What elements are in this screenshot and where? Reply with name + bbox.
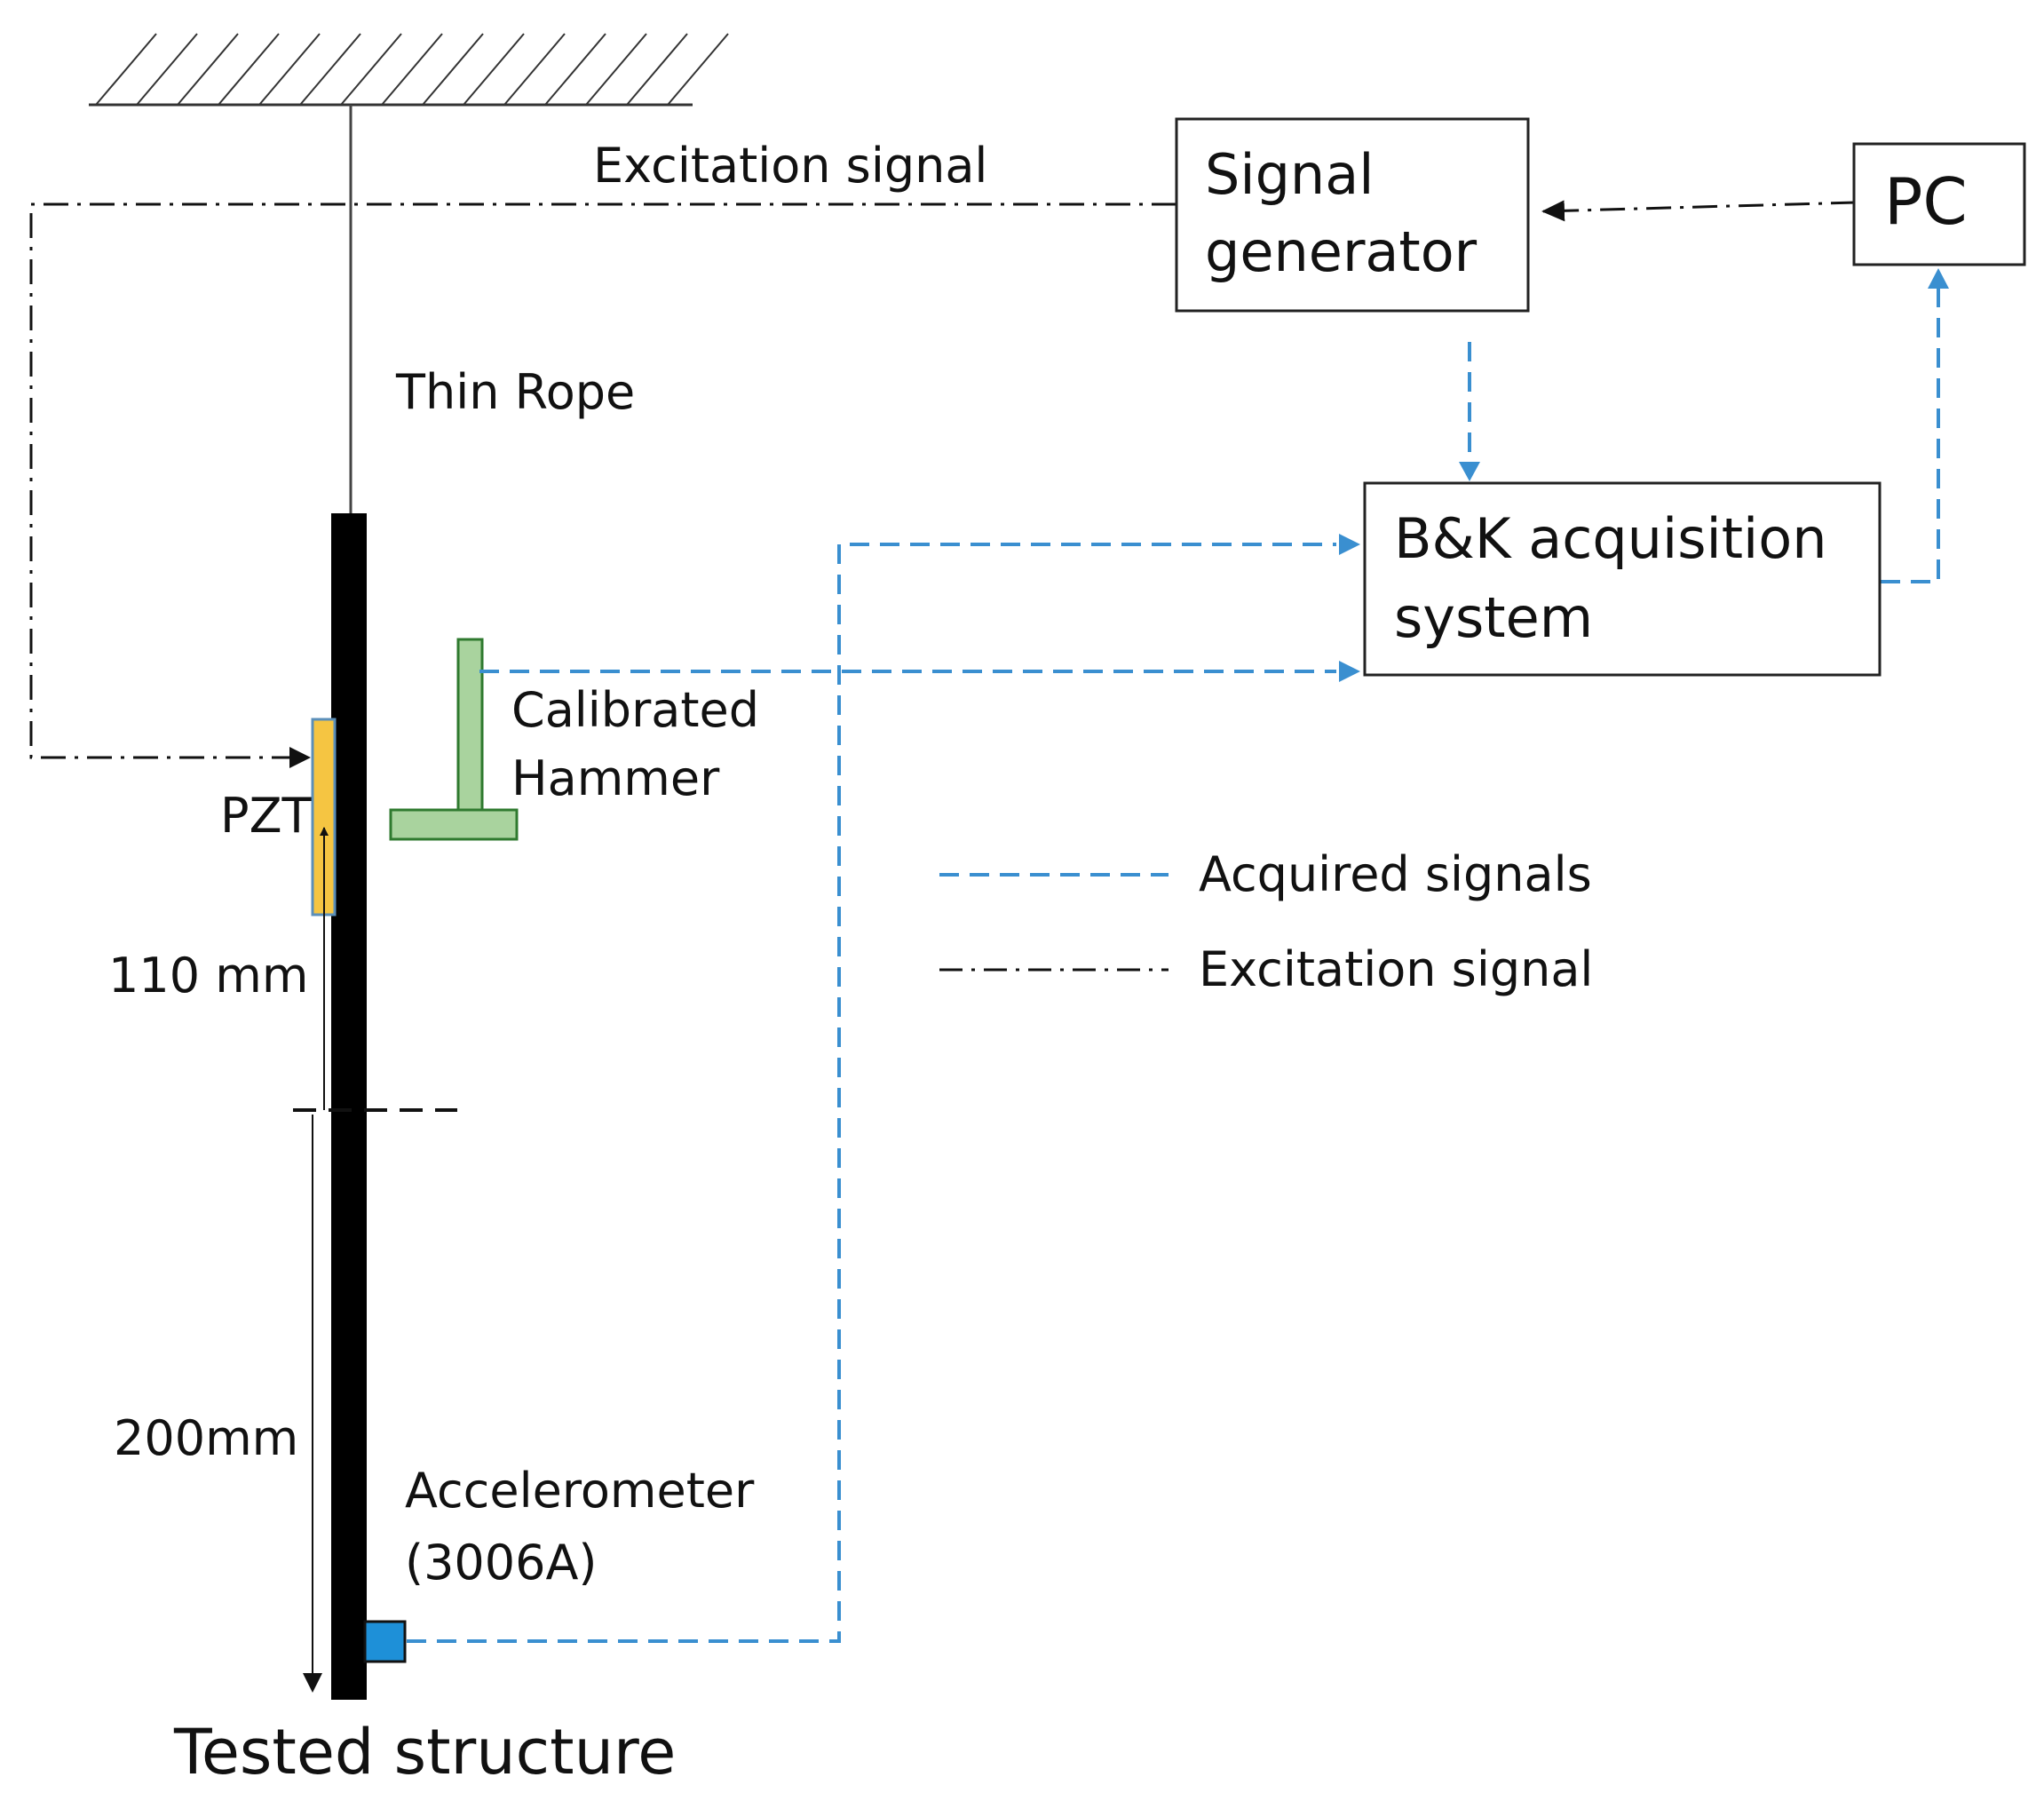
distance-110mm-label: 110 mm	[108, 948, 308, 1004]
excitation-signal-path	[29, 200, 1857, 759]
bk-acquisition-line-1: B&K acquisition	[1394, 506, 1827, 571]
hatch-line	[544, 33, 606, 106]
pzt-label: PZT	[220, 788, 313, 844]
hatch-line	[177, 33, 239, 106]
calibrated-label: Calibrated	[511, 682, 759, 738]
dimension-lines	[293, 827, 457, 1693]
tested-structure-label: Tested structure	[173, 1716, 676, 1789]
arrowhead-pc-up	[1928, 268, 1949, 289]
excitation-signal-label: Excitation signal	[593, 138, 987, 194]
hatch-line	[503, 33, 566, 106]
arrowhead-acq-top	[1339, 534, 1360, 555]
hatch-line	[258, 33, 321, 106]
acquisition-to-pc	[1881, 275, 1940, 583]
excitation-line-to-pzt	[29, 202, 1176, 759]
accelerometer-to-acquisition	[407, 543, 1336, 1643]
acquired-signal-paths	[407, 275, 1940, 1643]
hatch-line	[667, 33, 729, 106]
accelerometer-model-label: (3006A)	[405, 1535, 598, 1591]
hammer-head	[389, 808, 519, 841]
legend-acquired-label: Acquired signals	[1199, 846, 1592, 902]
excitation-pc-to-generator	[1541, 200, 1857, 222]
hatch-line	[463, 33, 525, 106]
bk-acquisition-line-2: system	[1394, 585, 1593, 650]
dimension-200mm-arrowhead	[303, 1673, 322, 1693]
hammer-label: Hammer	[511, 750, 720, 806]
arrowhead-gen-down	[1459, 462, 1480, 481]
legend: Acquired signals Excitation signal	[939, 846, 1593, 997]
hatch-line	[218, 33, 280, 106]
hatch-line	[340, 33, 402, 106]
pc-box: PC	[1852, 142, 2026, 266]
pc-label: PC	[1884, 164, 1968, 239]
hatch-line	[381, 33, 443, 106]
ceiling-support	[89, 33, 729, 107]
hatch-line	[422, 33, 484, 106]
legend-excitation-label: Excitation signal	[1199, 941, 1593, 997]
signal-generator-line-2: generator	[1205, 219, 1478, 284]
hatch-line	[95, 33, 157, 106]
hatch-line	[136, 33, 198, 106]
arrowhead-acq-mid	[1339, 661, 1360, 682]
signal-generator-line-1: Signal	[1205, 142, 1374, 207]
accelerometer-label: Accelerometer	[405, 1463, 755, 1519]
hatch-line	[299, 33, 361, 106]
calibrated-hammer	[389, 638, 519, 841]
thin-rope-label: Thin Rope	[395, 364, 635, 420]
hatch-line	[626, 33, 688, 106]
distance-200mm-label: 200mm	[114, 1410, 298, 1466]
hatch-line	[585, 33, 647, 106]
hammer-handle	[456, 638, 484, 817]
signal-generator-box: Signal generator	[1175, 117, 1530, 313]
accelerometer-sensor	[363, 1620, 407, 1663]
excitation-arrowhead-pzt	[289, 747, 311, 768]
bk-acquisition-box: B&K acquisition system	[1363, 481, 1882, 677]
ceiling-hatching	[95, 33, 729, 106]
tested-structure-beam	[331, 513, 367, 1700]
